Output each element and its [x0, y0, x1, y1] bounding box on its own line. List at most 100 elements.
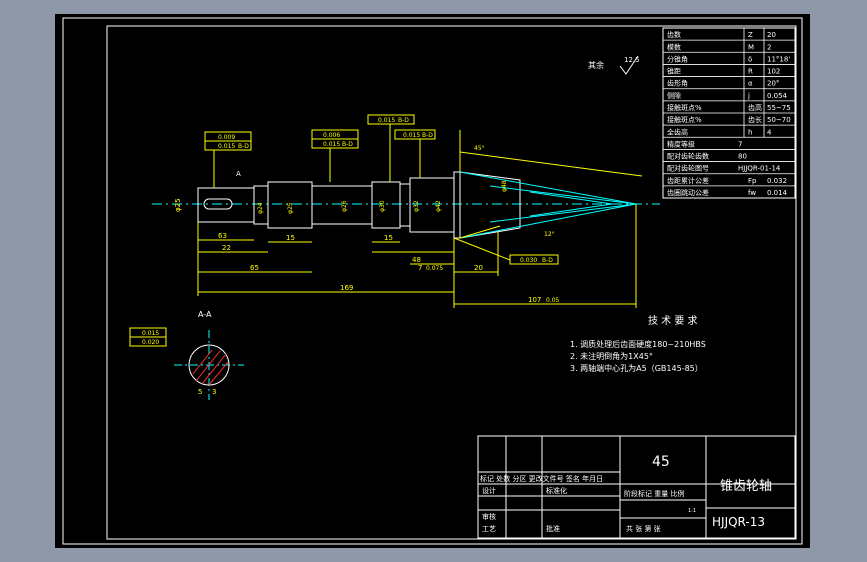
title-standardize: 标准化 [546, 486, 567, 495]
gear-table-label: 模数 [667, 42, 681, 51]
dim-63: 63 [218, 232, 227, 240]
gear-table-value: 7 [738, 140, 742, 148]
gear-table-label: 配对齿轮图号 [667, 164, 709, 173]
gear-table-value: 20° [767, 80, 779, 88]
gear-table-label: 齿距累计公差 [667, 176, 709, 185]
phi-25: φ25 [174, 198, 182, 212]
gear-table-symbol: fw [748, 189, 756, 197]
surface-label: 其余 [588, 60, 604, 70]
datum-2: B-D [342, 141, 353, 148]
tol-f: 0.030 [520, 257, 537, 264]
gear-table-label: 配对齿轮齿数 [667, 152, 709, 161]
section-dim-2: 3 [212, 388, 216, 396]
gear-table-label: 齿圈跳动公差 [667, 188, 709, 197]
gear-table-label: 接触斑点% [667, 115, 702, 124]
dim-107-tol: 0.05 [546, 297, 560, 304]
tol-c: 0.006 [323, 132, 340, 139]
title-block [477, 435, 796, 539]
dim-22: 22 [222, 244, 231, 252]
gear-table-value: 0.054 [767, 92, 788, 100]
datum-5: B-D [542, 257, 553, 264]
gear-table-symbol: h [748, 128, 752, 136]
gear-table-label: 分锥角 [667, 54, 688, 63]
phi-42: φ42 [435, 200, 442, 212]
gear-table-symbol: Fp [748, 177, 757, 185]
dim-15a: 15 [286, 234, 295, 242]
gear-table-label: 锥距 [667, 67, 681, 76]
title-stage-headers: 阶段标记 重量 比例 [624, 489, 684, 498]
gear-table-value: 55~75 [767, 104, 791, 112]
dimension-lines [197, 204, 637, 308]
dim-20: 20 [474, 264, 483, 272]
title-approve: 批准 [546, 524, 560, 533]
tech-item-2: 2. 未注明倒角为1X45° [570, 351, 653, 361]
phi-26: φ26 [341, 200, 348, 212]
tech-item-1: 1. 调质处理后齿面硬度180~210HBS [570, 339, 706, 349]
title-rev-headers: 标记 处数 分区 更改文件号 签名 年月日 [480, 474, 603, 483]
gear-table-symbol: j [747, 92, 750, 100]
gear-table-value: 102 [767, 68, 780, 76]
outer-border [62, 17, 803, 545]
dim-65: 65 [250, 264, 259, 272]
gear-table-value: HJJQR-01-14 [738, 165, 781, 173]
gear-table-symbol: 齿高 [748, 103, 762, 112]
phi-end: φ48 [501, 180, 508, 192]
gear-table-value: 20 [767, 31, 776, 39]
gear-table-symbol: R [748, 68, 753, 76]
section-tol-1: 0.015 [142, 330, 159, 337]
dim-7-tol: 0.075 [426, 265, 443, 272]
section-label: A-A [198, 310, 212, 319]
datum-1: B-D [238, 143, 249, 150]
dim-15b: 15 [384, 234, 393, 242]
ref-a: A [236, 170, 241, 178]
gear-table-symbol: M [748, 43, 754, 51]
title-drawing-no: HJJQR-13 [712, 515, 765, 529]
gear-table-label: 接触斑点% [667, 103, 702, 112]
gear-table-symbol: δ [748, 55, 752, 63]
title-sheets: 共 张 第 张 [626, 524, 661, 533]
paper [55, 14, 810, 548]
gear-table-label: 齿数 [667, 30, 681, 39]
title-process: 工艺 [482, 525, 496, 533]
dim-169: 169 [340, 284, 353, 292]
tol-e: 0.015 [378, 117, 395, 124]
gear-table-label: 侧隙 [667, 91, 681, 100]
gear-table-value: 0.014 [767, 189, 788, 197]
gear-table-label: 全齿高 [667, 127, 688, 136]
gear-table-symbol: Z [748, 31, 753, 39]
cone-leader-lines [459, 130, 643, 239]
surface-roughness: 12.5 [624, 56, 640, 64]
gear-table-label: 精度等级 [667, 139, 695, 148]
title-scale: 1:1 [688, 508, 696, 514]
tech-title: 技 术 要 求 [648, 314, 698, 327]
angle-2: 45° [474, 145, 485, 152]
dim-107: 107 [528, 296, 541, 304]
angle-1: 12° [544, 231, 555, 238]
tech-item-3: 3. 两轴端中心孔为A5（GB145-85） [570, 363, 703, 373]
gear-table-value: 80 [738, 153, 747, 161]
gear-table-label: 齿形角 [667, 79, 688, 88]
dim-48: 48 [412, 256, 421, 264]
gear-table-symbol: 齿长 [748, 115, 762, 124]
dim-7: 7 [418, 264, 422, 272]
tolerance-frames [129, 114, 559, 347]
shaft-profile [197, 171, 521, 239]
title-material: 45 [652, 454, 670, 470]
tol-e2: 0.015 [403, 132, 420, 139]
phi-25b: φ25 [287, 202, 294, 214]
tol-b: 0.015 [218, 143, 235, 150]
datum-3: B-D [398, 117, 409, 124]
section-tol-2: 0.020 [142, 339, 159, 346]
title-part-name: 锥齿轮轴 [720, 479, 772, 494]
phi-24: φ24 [257, 202, 264, 214]
roughness-icon [619, 55, 639, 75]
title-checker: 审核 [482, 512, 496, 521]
gear-table-symbol: α [748, 80, 753, 88]
gear-table-value: 2 [767, 43, 771, 51]
gear-cone [459, 171, 637, 239]
section-hatch [192, 349, 229, 386]
gear-table-value: 0.032 [767, 177, 787, 185]
tol-d: 0.015 [323, 141, 340, 148]
phi-30: φ30 [379, 200, 386, 212]
